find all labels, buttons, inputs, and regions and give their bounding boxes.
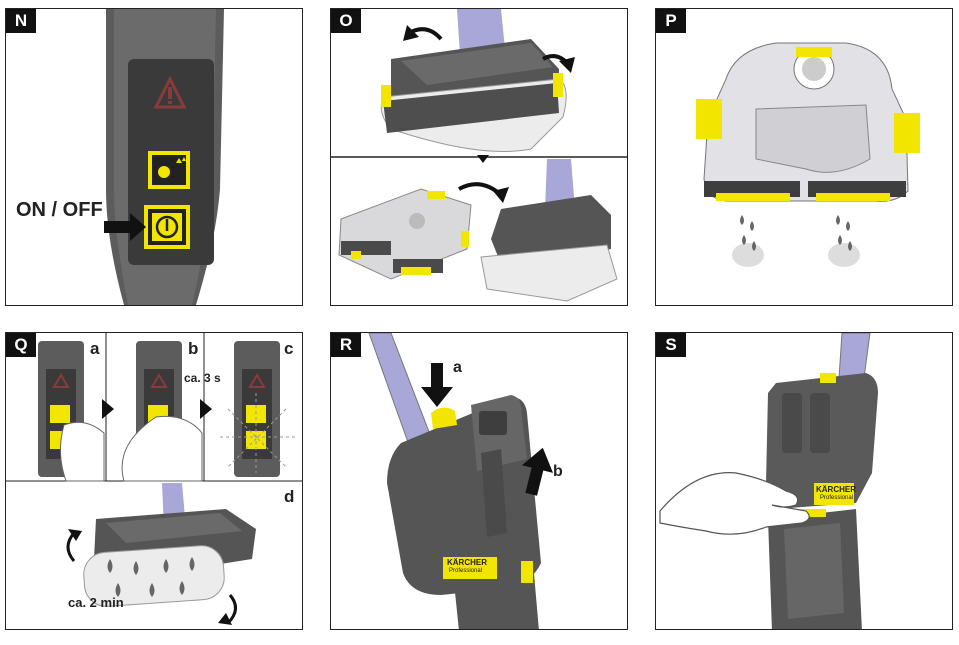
panel-letter: R [331, 333, 361, 357]
roller-removal-illustration [331, 9, 627, 302]
arrow-right-icon [200, 399, 212, 419]
on-off-label: ON / OFF [16, 199, 103, 221]
device-step-d [66, 483, 256, 625]
arrow-up-icon [521, 447, 554, 496]
panel-letter: O [331, 9, 361, 33]
panel-letter: S [656, 333, 686, 357]
panel-o: O [330, 8, 628, 306]
hand-icon [659, 472, 810, 535]
handle-step-b [121, 341, 203, 482]
brand-plate [814, 483, 854, 505]
step-d-label: d [284, 487, 295, 506]
brand-label: KÄRCHER [816, 485, 856, 494]
panel-letter: P [656, 9, 686, 33]
step-b-label: b [188, 339, 199, 358]
water-droplets-icon [732, 215, 860, 267]
panel-s: S KÄRCHER Professional [655, 332, 953, 630]
tank-removal-illustration [659, 333, 878, 629]
brand-sub-label: Professional [820, 495, 854, 501]
step-c-label: c [284, 339, 294, 358]
panel-letter: N [6, 9, 36, 33]
panel-r: R a b KÄRCHER Professional [330, 332, 628, 630]
arrow-right-icon [104, 213, 146, 241]
roller-housing-underside-illustration [696, 42, 920, 267]
brand-sub-label: Professional [449, 568, 483, 574]
step-a-label: a [90, 339, 100, 358]
brand-plate [443, 557, 497, 579]
duration-3s-label: ca. 3 s [184, 371, 221, 385]
device-handle-illustration [104, 9, 224, 305]
panel-letter: Q [6, 333, 36, 357]
arrow-down-icon [421, 363, 453, 407]
handle-step-a [38, 341, 105, 482]
panel-q: Q [5, 332, 303, 630]
step-b-label: b [553, 463, 563, 480]
duration-2min-label: ca. 2 min [68, 595, 124, 610]
handle-step-c [220, 341, 296, 477]
self-cleaning-sequence-illustration [6, 333, 302, 625]
panel-n: N ON / OFF [5, 8, 303, 306]
step-a-label: a [453, 359, 462, 376]
warning-triangle-icon [153, 75, 187, 109]
panel-p: P [655, 8, 953, 306]
arrow-right-icon [102, 399, 114, 419]
tank-release-illustration [368, 333, 554, 629]
brand-label: KÄRCHER [447, 558, 487, 567]
